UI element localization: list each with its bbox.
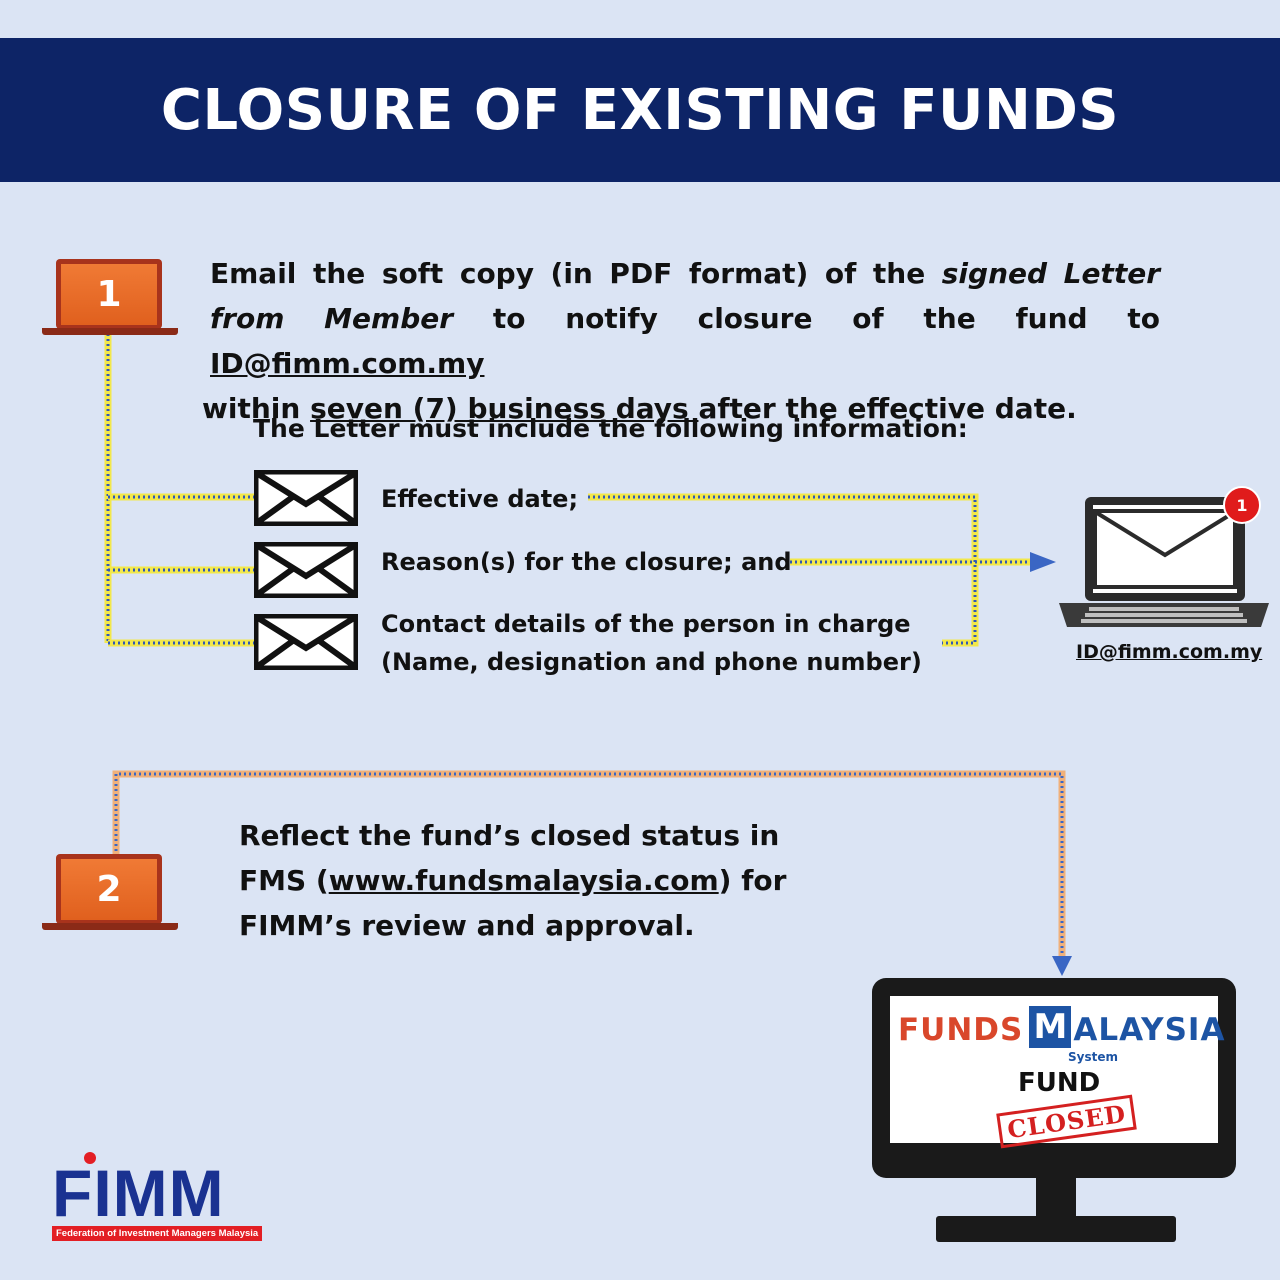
fms-fund-label: FUND — [1018, 1068, 1101, 1098]
fms-brand-left: FUNDS — [898, 1012, 1024, 1048]
step1-letter-name: signed Letter from Member — [210, 257, 1160, 335]
fms-brand-sub: System — [1068, 1050, 1118, 1064]
fimm-logo-dot — [84, 1152, 96, 1164]
step2-path — [112, 770, 1072, 976]
letter-intro: The Letter must include the following in… — [253, 414, 968, 443]
fimm-logo: FIMM Federation of Investment Managers M… — [52, 1152, 263, 1241]
email-notification-badge: 1 — [1223, 486, 1261, 524]
step2-fms-link[interactable]: www.fundsmalaysia.com — [328, 864, 719, 897]
email-laptop-icon — [1059, 497, 1269, 627]
step1-branch-lines — [104, 334, 256, 647]
fimm-logo-word: FIMM — [52, 1156, 225, 1230]
letter-item-contact: Contact details of the person in charge … — [381, 605, 922, 681]
step2-text-b: ) for FIMM’s review and approval. — [239, 864, 787, 942]
envelope-icon — [254, 470, 358, 526]
step2-laptop-icon: 2 — [42, 854, 178, 934]
envelope-icon — [254, 614, 358, 670]
step1-email-link[interactable]: ID@fimm.com.my — [210, 347, 485, 380]
step1-text-e: after the effective date. — [698, 392, 1077, 425]
letter-item-contact-line2: (Name, designation and phone number) — [381, 648, 922, 676]
step1-laptop-icon: 1 — [42, 259, 178, 339]
letter-item-effective-date: Effective date; — [381, 485, 579, 513]
header-banner: CLOSURE OF EXISTING FUNDS — [0, 38, 1280, 182]
page-title: CLOSURE OF EXISTING FUNDS — [160, 77, 1120, 143]
fms-monitor: FUNDS M ALAYSIA System FUND CLOSED — [872, 978, 1236, 1178]
monitor-stand — [936, 1176, 1176, 1242]
fms-brand-m: M — [1029, 1006, 1072, 1048]
step2-number: 2 — [61, 859, 157, 920]
step1-text: Email the soft copy (in PDF format) of t… — [202, 251, 1160, 431]
step2-text: Reflect the fund’s closed status in FMS … — [239, 813, 849, 948]
closed-stamp: CLOSED — [996, 1094, 1138, 1149]
step1-number: 1 — [61, 264, 157, 325]
step1-text-a: Email the soft copy (in PDF format) of t… — [210, 257, 942, 290]
fms-monitor-screen: FUNDS M ALAYSIA System FUND CLOSED — [890, 996, 1224, 1149]
envelope-icon — [254, 542, 358, 598]
fms-brand-right: ALAYSIA — [1073, 1012, 1226, 1048]
step1-text-d: within — [202, 392, 311, 425]
step1-text-c: to notify closure of the fund to — [453, 302, 1160, 335]
fms-brand-logo: FUNDS M ALAYSIA — [898, 1006, 1225, 1048]
step1-deadline: seven (7) business days — [310, 392, 699, 425]
email-target-address[interactable]: ID@fimm.com.my — [1076, 641, 1263, 663]
fimm-logo-tagline: Federation of Investment Managers Malays… — [52, 1226, 263, 1241]
step2-text-a: Reflect the fund’s closed status in FMS … — [239, 819, 780, 897]
items-to-email-lines — [588, 493, 1056, 647]
letter-item-reason: Reason(s) for the closure; and — [381, 548, 792, 576]
letter-item-contact-line1: Contact details of the person in charge — [381, 610, 911, 638]
